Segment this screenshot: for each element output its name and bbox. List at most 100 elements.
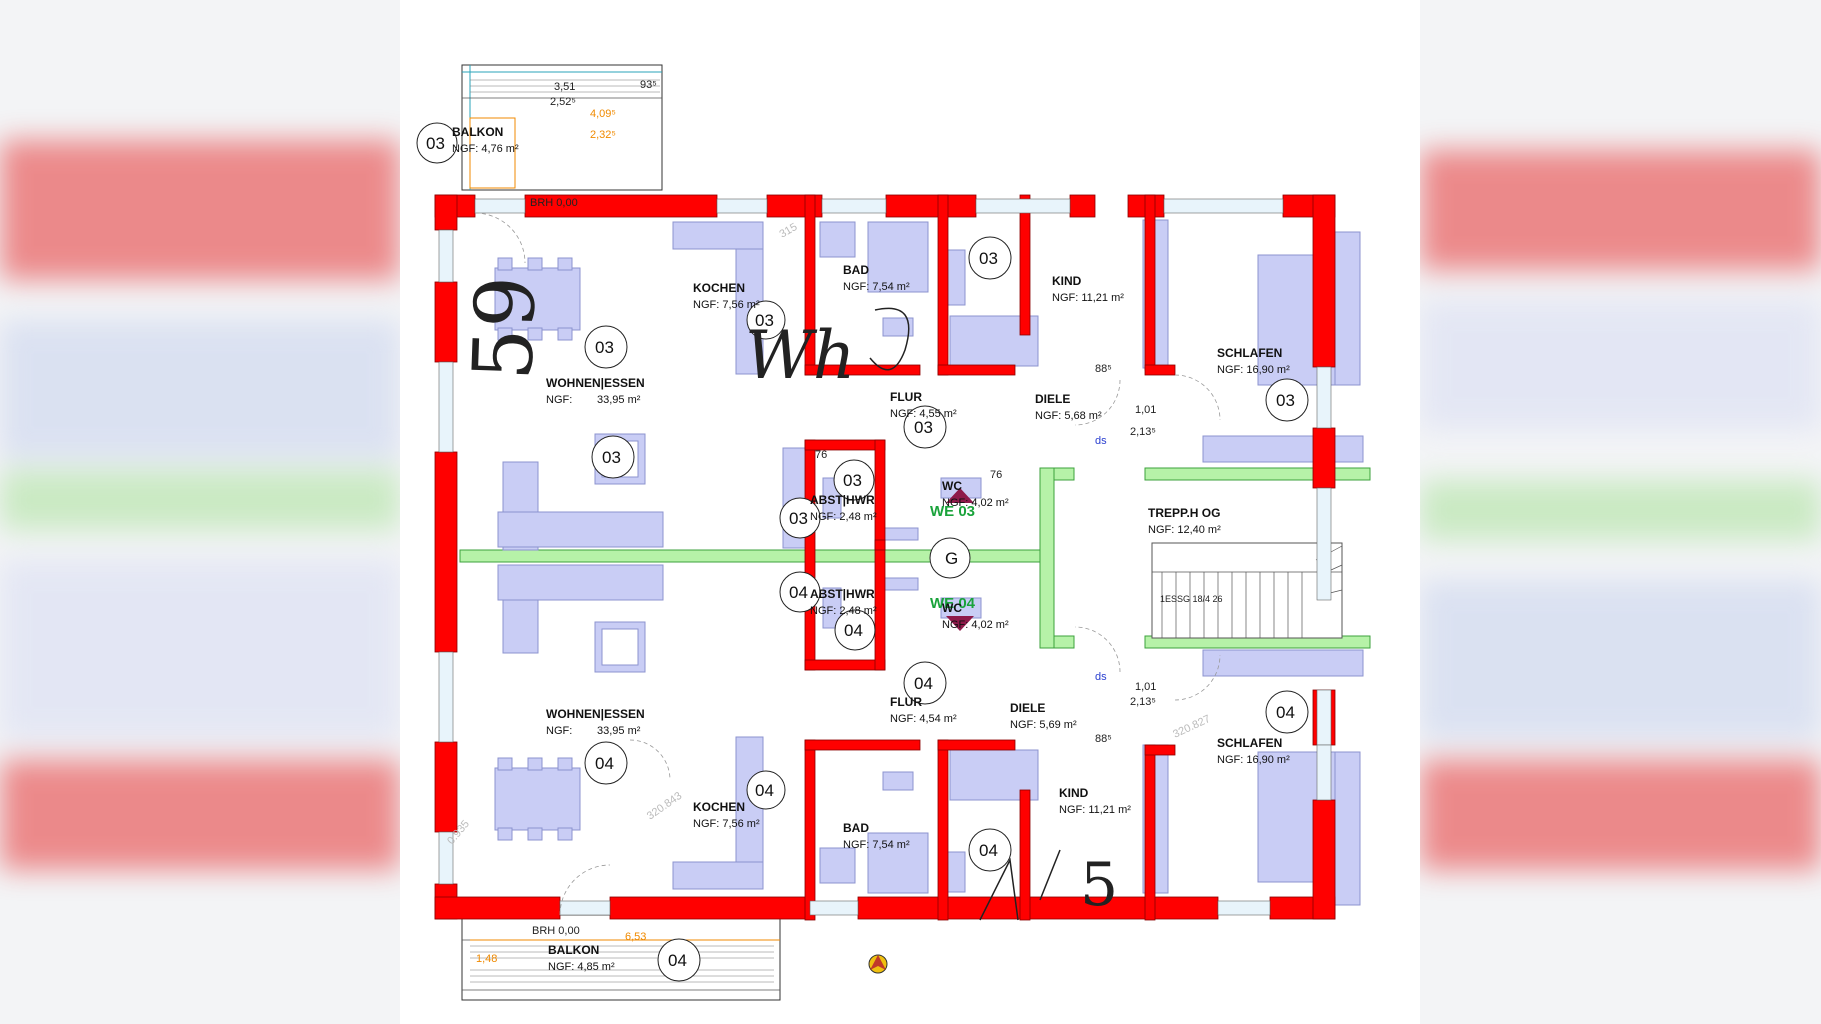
brh04: BRH 0,00 (532, 925, 580, 937)
balkon04-area: NGF: 4,85 m² (548, 961, 615, 973)
kochen04-number: 04 (595, 754, 614, 773)
flur03-number: 03 (914, 418, 933, 437)
handwritten-scribble-1 (869, 307, 910, 371)
wohnen04-area-label: NGF: (546, 725, 572, 737)
dim-balkon03-w2: 2,52⁵ (550, 96, 576, 108)
dim-door-885-bottom: 88⁵ (1095, 733, 1112, 745)
wohnen03-area-label: NGF: (546, 394, 572, 406)
abst03-number: 03 (843, 471, 862, 490)
abst03-name: ABST|HWR (810, 493, 875, 507)
kind04-number: 04 (979, 841, 998, 860)
wc04-area: NGF: 4,02 m² (942, 619, 1009, 631)
staircase (1151, 542, 1343, 639)
wc04-name: WC (942, 601, 962, 615)
dim-balkon03-d2: 2,32⁵ (590, 129, 616, 141)
bad04-area: NGF: 7,54 m² (843, 839, 910, 851)
stair-name: TREPP.H OG (1148, 506, 1220, 520)
room-circles (416, 122, 1309, 982)
abst04-name: ABST|HWR (810, 587, 875, 601)
stair-number: G (945, 549, 958, 568)
dim-balkon04-w: 6,53 (625, 931, 646, 943)
stair-area: NGF: 12,40 m² (1148, 524, 1221, 536)
abst04-number: 04 (844, 621, 863, 640)
dim-door-2135-top: 2,13⁵ (1130, 426, 1156, 438)
bad03-area: NGF: 7,54 m² (843, 281, 910, 293)
ds-top: ds (1095, 435, 1107, 447)
north-arrow-icon (868, 954, 888, 974)
bad03-number: 03 (755, 311, 774, 330)
wohnen03-area-value: 33,95 m² (597, 394, 641, 406)
bad03-name: BAD (843, 263, 869, 277)
wc03-name: WC (942, 479, 962, 493)
ds-bottom: ds (1095, 671, 1107, 683)
diele03-area: NGF: 5,68 m² (1035, 410, 1102, 422)
flur03-area: NGF: 4,55 m² (890, 408, 957, 420)
balkon03-area: NGF: 4,76 m² (452, 143, 519, 155)
abst04-area: NGF: 2,48 m² (810, 605, 877, 617)
floor-plan-sheet: WE 03 WE 04 03 03 03 03 03 03 03 03 03 G… (400, 0, 1420, 1024)
diele04-name: DIELE (1010, 701, 1045, 715)
balkon03-name: BALKON (452, 125, 503, 139)
door-swings (474, 212, 1221, 916)
dim-balkon03-d1: 4,09⁵ (590, 108, 616, 120)
dim-door-101-bottom: 1,01 (1135, 681, 1156, 693)
flur04-name: FLUR (890, 695, 922, 709)
blurred-background-left (0, 0, 400, 1024)
dim-door-76-top: 76 (815, 449, 827, 461)
wc03-number: 03 (789, 509, 808, 528)
flur04-number: 04 (914, 674, 933, 693)
schlafen03-number: 03 (1276, 391, 1295, 410)
wohnen04-name: WOHNEN|ESSEN (546, 707, 645, 721)
stair-text: 1ESSG 18/4 26 (1160, 594, 1223, 604)
schlafen03-name: SCHLAFEN (1217, 346, 1282, 360)
handwritten-scribble-2 (979, 849, 1061, 921)
dim-balkon03-w3: 93⁵ (640, 79, 657, 91)
balcony-we04 (461, 914, 781, 1001)
survey-2: 320.827 (1171, 713, 1212, 741)
floor-plan-drawing: WE 03 WE 04 03 03 03 03 03 03 03 03 03 G… (416, 64, 1371, 1001)
diele03-name: DIELE (1035, 392, 1070, 406)
wohnen04-area-value: 33,95 m² (597, 725, 641, 737)
diele04-area: NGF: 5,69 m² (1010, 719, 1077, 731)
dim-balkon03-w1: 3,51 (554, 81, 575, 93)
kochen03-number: 03 (595, 338, 614, 357)
flur04-area: NGF: 4,54 m² (890, 713, 957, 725)
bad04-number: 04 (755, 781, 774, 800)
kind03-name: KIND (1052, 274, 1082, 288)
handwritten-5: 5 (1080, 850, 1118, 920)
balkon04-name: BALKON (548, 943, 599, 957)
handwritten-59: 59 (456, 274, 555, 382)
brh03: BRH 0,00 (530, 197, 578, 209)
windows (438, 198, 1332, 916)
faint-315: 315 (778, 221, 800, 241)
schlafen04-name: SCHLAFEN (1217, 736, 1282, 750)
kind04-area: NGF: 11,21 m² (1059, 804, 1131, 816)
survey-1: 320.843 (645, 790, 684, 823)
abst03-area: NGF: 2,48 m² (810, 511, 877, 523)
blurred-background-right (1420, 0, 1821, 1024)
wc03-area: NGF: 4,02 m² (942, 497, 1009, 509)
dim-balkon04-d: 1,48 (476, 953, 497, 965)
bad04-name: BAD (843, 821, 869, 835)
kochen03-area: NGF: 7,56 m² (693, 299, 760, 311)
balkon04-number: 04 (668, 951, 687, 970)
wohnen03-number: 03 (602, 448, 621, 467)
we03-label: WE 03 (930, 503, 975, 520)
kochen04-name: KOCHEN (693, 800, 745, 814)
arrow-down-icon (946, 616, 974, 631)
handwritten-wh: Wh (745, 317, 855, 394)
balkon03-number: 03 (426, 134, 445, 153)
dim-door-76-wc: 76 (990, 469, 1002, 481)
schlafen03-area: NGF: 16,90 m² (1217, 364, 1290, 376)
kind03-number: 03 (979, 249, 998, 268)
wc04-number: 04 (789, 583, 808, 602)
schlafen04-number: 04 (1276, 703, 1295, 722)
dim-door-101-top: 1,01 (1135, 404, 1156, 416)
dim-door-885-top: 88⁵ (1095, 363, 1112, 375)
we04-label: WE 04 (930, 595, 976, 612)
flur03-name: FLUR (890, 390, 922, 404)
schlafen04-area: NGF: 16,90 m² (1217, 754, 1290, 766)
kind03-area: NGF: 11,21 m² (1052, 292, 1124, 304)
kochen04-area: NGF: 7,56 m² (693, 818, 760, 830)
kochen03-name: KOCHEN (693, 281, 745, 295)
